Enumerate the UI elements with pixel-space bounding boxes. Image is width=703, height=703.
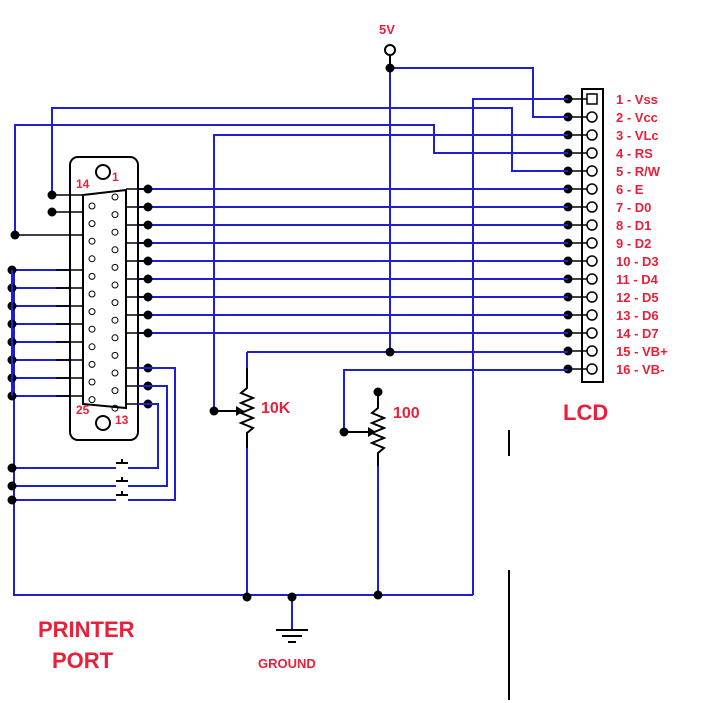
lcd-pin-14 [586,327,598,339]
lcd-pin-3 [586,129,598,141]
db-pin-bottom-row [88,360,96,368]
lcd-pin-labels: 1 - Vss 2 - Vcc 3 - VLc 4 - RS 5 - R/W 6 - E 7… [616,92,668,377]
lcd-pin-5 [586,165,598,177]
lcd-pin-label: 7 - D0 [616,200,651,215]
db-pin-bottom-row [88,343,96,351]
pot-100-label: 100 [393,405,420,422]
lcd-header [581,88,604,383]
junction-dot [287,592,297,602]
lcd-pin-16 [586,363,598,375]
lcd-pin-15 [586,345,598,357]
junction-dot [242,592,252,602]
db-pin-bottom-row [88,290,96,298]
db-pin-bottom-row [88,272,96,280]
db-pin-top-row [111,299,119,307]
junction-dot [7,481,17,491]
lcd-pin-10 [586,255,598,267]
lcd-pin-label: 4 - RS [616,146,653,161]
db-pin-bottom-row [88,378,96,386]
lcd-pin-label: 8 - D1 [616,218,651,233]
lcd-pin-label: 11 - D4 [616,272,659,287]
supply-label: 5V [379,22,395,37]
junction-dot [209,406,219,416]
control-junction [10,230,20,240]
lcd-pins [563,93,598,375]
junction-dot [373,590,383,600]
db-pin-bottom-row [88,237,96,245]
db-pin-bottom-row [88,308,96,316]
db-pin-top-row [111,404,119,412]
lcd-pin-label: 1 - Vss [616,92,658,107]
lcd-pin-label: 12 - D5 [616,290,659,305]
lcd-pin-label: 3 - VLc [616,128,659,143]
lcd-pin-7 [586,201,598,213]
switches [12,367,176,501]
junction-dot [7,495,17,505]
db-pin-bottom-row [88,255,96,263]
lcd-pin-label: 2 - Vcc [616,110,658,125]
lcd-pin-6 [586,183,598,195]
db-pin-top-row [111,369,119,377]
db-pin-bottom-row [88,202,96,210]
lcd-pin-label: 9 - D2 [616,236,651,251]
lcd-pin-label: 10 - D3 [616,254,659,269]
ground-label: GROUND [258,656,316,671]
lcd-pin-label: 13 - D6 [616,308,659,323]
lcd-title: LCD [563,400,608,425]
db25-connector [69,156,139,441]
data-bus-wires [126,184,568,338]
junction-dots [7,63,395,602]
db-pin-top-row [111,334,119,342]
lcd-pin-9 [586,237,598,249]
lcd-pin-12 [586,291,598,303]
lcd-pin-8 [586,219,598,231]
control-junction [47,190,57,200]
lcd-pin-4 [586,147,598,159]
db-pin-top-row [111,228,119,236]
printer-port-title-line2: PORT [52,648,114,673]
junction-dot [385,63,395,73]
lcd-pin-label: 15 - VB+ [616,344,668,359]
db-pin-top-row [111,211,119,219]
lcd-pin-13 [586,309,598,321]
db-pin-13-label: 13 [115,413,129,427]
db-pin-bottom-row [88,396,96,404]
db-pin-1-label: 1 [112,170,119,184]
junction-dot [339,427,349,437]
db-pin-bottom-row [88,220,96,228]
ground-pin-wires [7,190,153,409]
lcd-pin-label: 16 - VB- [616,362,664,377]
db-pin-top-row [111,246,119,254]
db-pin-25-label: 25 [76,403,90,417]
junction-dot [7,463,17,473]
potentiometer-10k [214,368,256,448]
db-pin-top-row [111,281,119,289]
control-wires [13,67,568,630]
printer-port-title-line1: PRINTER [38,617,135,642]
lcd-pin-2 [586,111,598,123]
ground-symbol [276,629,308,643]
control-junction [47,207,57,217]
potentiometer-100 [344,392,387,466]
db-pin-top-row [111,193,119,201]
db-pin-top-row [111,316,119,324]
lcd-pin-label: 6 - E [616,182,644,197]
db-pin-bottom-row [88,325,96,333]
pot-10k-label: 10K [261,400,291,417]
db-pin-top-row [111,387,119,395]
db-pin-top-row [111,351,119,359]
db25-pins [88,193,119,412]
lcd-pin-label: 5 - R/W [616,164,661,179]
lcd-pin-label: 14 - D7 [616,326,659,341]
junction-dot [373,387,383,397]
lcd-pin-1-square [586,93,598,105]
junction-dot [385,347,395,357]
db-pin-top-row [111,263,119,271]
db-pin-14-label: 14 [76,177,90,191]
lcd-pin-11 [586,273,598,285]
